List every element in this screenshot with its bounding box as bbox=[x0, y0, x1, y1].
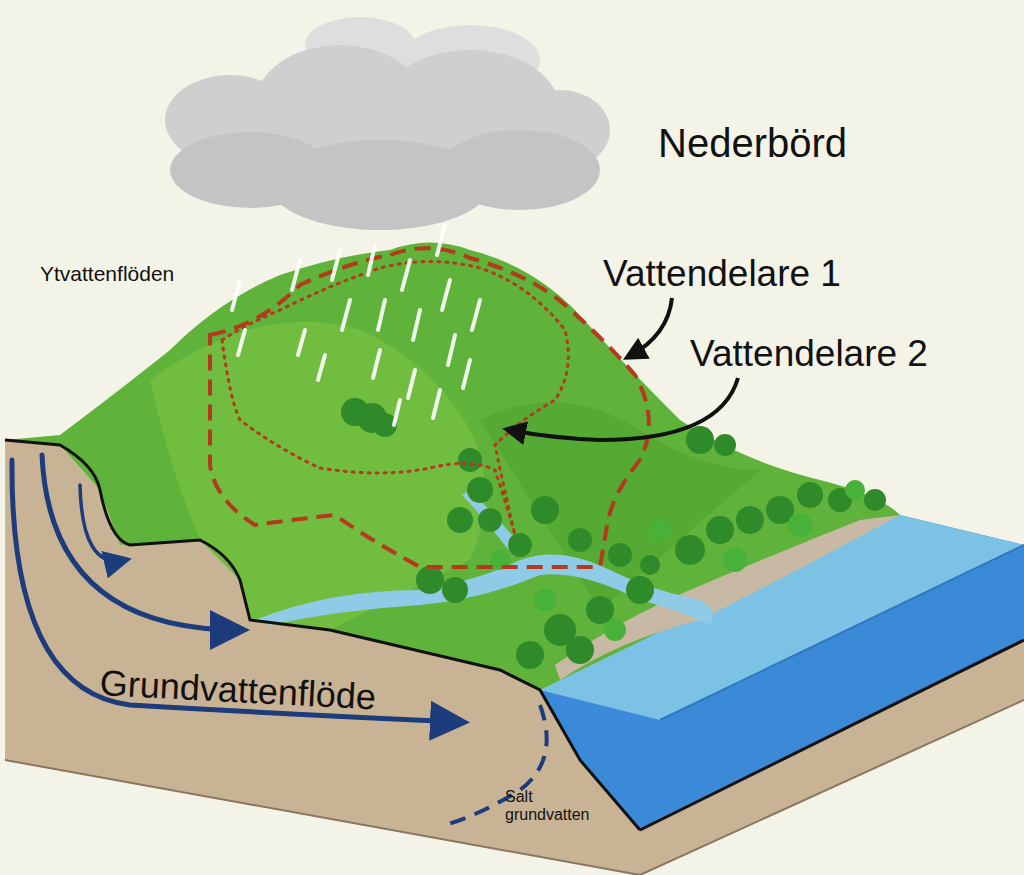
salt-groundwater-label: Salt grundvatten bbox=[505, 788, 585, 823]
watershed-label: Vattendelare 2 bbox=[690, 333, 928, 376]
land-surface bbox=[5, 243, 900, 691]
leader-arrow bbox=[510, 378, 738, 440]
sea-bottom-edge bbox=[640, 640, 1024, 830]
cloud bbox=[165, 17, 610, 230]
watershed-label: Vattendelare 1 bbox=[603, 253, 841, 296]
beach bbox=[555, 515, 900, 680]
sea-face bbox=[540, 515, 1024, 830]
rain bbox=[232, 225, 480, 425]
trees-light bbox=[490, 480, 865, 641]
surface-flow-label: Ytvattenflöden bbox=[40, 262, 174, 286]
precipitation-label: Nederbörd bbox=[658, 120, 847, 166]
groundwater-arrows bbox=[12, 455, 460, 722]
watershed-2 bbox=[222, 262, 568, 536]
leader-arrow bbox=[630, 298, 672, 356]
block-edge bbox=[5, 700, 1024, 875]
profile-line bbox=[5, 440, 640, 830]
watershed-1 bbox=[210, 248, 649, 567]
river bbox=[255, 554, 713, 625]
hill bbox=[150, 322, 485, 630]
